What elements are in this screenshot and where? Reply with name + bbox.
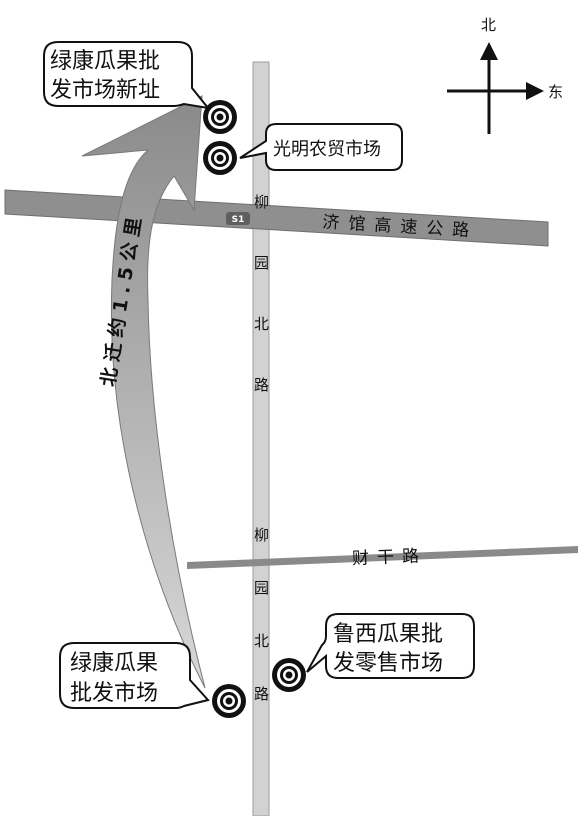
callout-lvkang-new-line2: 发市场新址 bbox=[50, 78, 160, 103]
callout-luxi: 鲁西瓜果批 发零售市场 bbox=[306, 613, 475, 679]
callout-guangming: 光明农贸市场 bbox=[239, 123, 403, 171]
marker-luxi-icon[interactable] bbox=[272, 658, 306, 692]
liuyuan-north-road bbox=[252, 61, 270, 816]
callout-luxi-line2: 发零售市场 bbox=[333, 651, 443, 676]
callout-luxi-line1: 鲁西瓜果批 bbox=[333, 622, 443, 647]
callout-guangming-text: 光明农贸市场 bbox=[273, 139, 381, 160]
callout-lvkang-new-line1: 绿康瓜果批 bbox=[50, 49, 160, 74]
marker-lvkang-new-icon[interactable] bbox=[203, 100, 237, 134]
north-arrow-icon bbox=[480, 42, 498, 60]
caigan-road-label: 财干路 bbox=[352, 546, 428, 569]
compass-east-label: 东 bbox=[548, 83, 563, 101]
callout-lvkang-old: 绿康瓜果 批发市场 bbox=[59, 642, 210, 709]
relocation-arrow: 北迁约1.5公里 bbox=[81, 95, 206, 689]
s1-shield-text: S1 bbox=[232, 215, 245, 225]
east-arrow-icon bbox=[526, 82, 544, 100]
liuyuan-road-label-upper: 柳园北路 bbox=[252, 194, 270, 438]
callout-lvkang-old-line2: 批发市场 bbox=[70, 681, 158, 706]
callout-lvkang-new: 绿康瓜果批 发市场新址 bbox=[43, 41, 211, 110]
s1-shield: S1 bbox=[226, 212, 250, 225]
jiguan-expressway: S1 济馆高速公路 bbox=[4, 189, 549, 247]
liuyuan-road-label-lower: 柳园北路 bbox=[252, 527, 270, 739]
callout-lvkang-old-line1: 绿康瓜果 bbox=[70, 651, 158, 676]
compass-north-label: 北 bbox=[481, 16, 496, 34]
compass: 北 东 bbox=[447, 16, 563, 134]
marker-lvkang-old-icon[interactable] bbox=[212, 684, 246, 718]
marker-guangming-icon[interactable] bbox=[203, 141, 237, 175]
caigan-road: 财干路 bbox=[187, 546, 578, 569]
